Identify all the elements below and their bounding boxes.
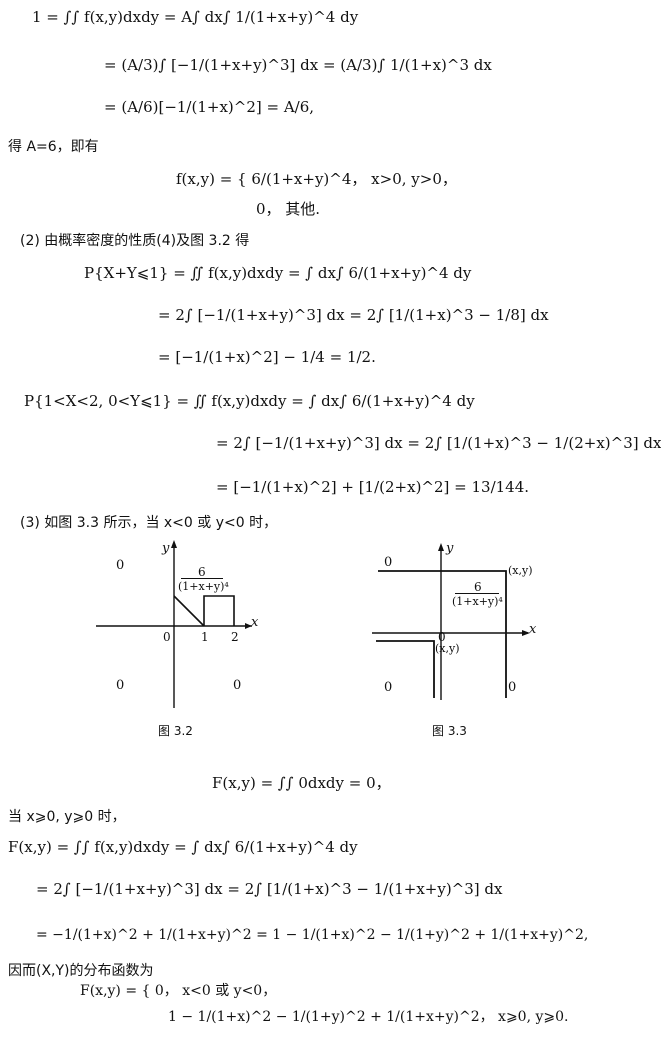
fig32-line-x-plus-y-1 (173, 595, 205, 627)
fig33-numerator: 6 (474, 580, 482, 594)
fig33-y-label: y (446, 541, 454, 556)
eq-line-17: = 2∫ [−1/(1+x+y)^3] dx = 2∫ [1/(1+x)^3 −… (36, 880, 503, 898)
eq-line-11: = 2∫ [−1/(1+x+y)^3] dx = 2∫ [1/(1+x)^3 −… (216, 434, 661, 452)
fig33-zero-bottom-left: 0 (384, 680, 393, 695)
fig32-fraction-bar (181, 578, 223, 579)
fig33-point-bottom: (x,y) (435, 642, 460, 655)
text-line-6: (2) 由概率密度的性质(4)及图 3.2 得 (20, 233, 250, 249)
fig32-caption: 图 3.2 (158, 724, 193, 738)
eq-line-3: = (A/6)[−1/(1+x)^2] = A/6, (104, 98, 315, 116)
eq-line-18: = −1/(1+x)^2 + 1/(1+x+y)^2 = 1 − 1/(1+x)… (36, 927, 589, 943)
fig33-zero-bottom-right: 0 (508, 680, 517, 695)
eq-line-5a: f(x,y) = { 6/(1+x+y)^4， x>0, y>0， (176, 170, 457, 188)
fig32-tick-2: 2 (231, 630, 239, 644)
fig33-caption: 图 3.3 (432, 724, 467, 738)
text-line-15: 当 x⩾0, y⩾0 时， (8, 809, 126, 825)
figure-3-2 (96, 540, 252, 708)
fig32-x-label: x (251, 615, 259, 630)
fig32-y-arrow (171, 540, 177, 548)
eq-line-12: = [−1/(1+x)^2] + [1/(2+x)^2] = 13/144. (216, 478, 530, 496)
text-line-19: 因而(X,Y)的分布函数为 (8, 963, 154, 979)
fig33-y-arrow (438, 543, 444, 551)
text-line-13: (3) 如图 3.3 所示，当 x<0 或 y<0 时， (20, 515, 278, 531)
figure-3-3 (372, 543, 530, 700)
eq-line-8: = 2∫ [−1/(1+x+y)^3] dx = 2∫ [1/(1+x)^3 −… (158, 306, 549, 324)
eq-line-5b: 0， 其他. (256, 200, 321, 218)
fig33-denominator: (1+x+y)⁴ (452, 595, 503, 608)
fig33-point-top: (x,y) (508, 564, 533, 577)
eq-line-7: P{X+Y⩽1} = ∬ f(x,y)dxdy = ∫ dx∫ 6/(1+x+y… (84, 264, 472, 282)
fig32-y-label: y (162, 541, 170, 556)
fig32-tick-0: 0 (163, 630, 171, 644)
fig32-zero-top-left: 0 (116, 558, 125, 573)
text-line-4: 得 A=6，即有 (8, 139, 99, 155)
fig33-origin: 0 (438, 630, 446, 644)
figures-svg (96, 540, 530, 708)
eq-line-14: F(x,y) = ∫∫ 0dxdy = 0， (212, 774, 391, 792)
fig32-numerator: 6 (198, 565, 206, 579)
fig33-boundary-outer (378, 570, 507, 698)
fig33-zero-top-left: 0 (384, 555, 393, 570)
fig32-tick-1: 1 (201, 630, 209, 644)
fig32-rect-region (203, 595, 235, 626)
fig32-denominator: (1+x+y)⁴ (178, 580, 229, 593)
eq-line-20b: 1 − 1/(1+x)^2 − 1/(1+y)^2 + 1/(1+x+y)^2，… (168, 1009, 569, 1025)
fig32-x-arrow (245, 623, 252, 629)
eq-line-1: 1 = ∫∫ f(x,y)dxdy = A∫ dx∫ 1/(1+x+y)^4 d… (32, 8, 359, 26)
fig32-zero-bottom-left: 0 (116, 678, 125, 693)
eq-line-10: P{1<X<2, 0<Y⩽1} = ∬ f(x,y)dxdy = ∫ dx∫ 6… (24, 392, 475, 410)
eq-line-9: = [−1/(1+x)^2] − 1/4 = 1/2. (158, 348, 376, 366)
eq-line-16: F(x,y) = ∫∫ f(x,y)dxdy = ∫ dx∫ 6/(1+x+y)… (8, 838, 358, 856)
eq-line-20a: F(x,y) = { 0， x<0 或 y<0， (80, 983, 277, 999)
fig33-x-label: x (529, 622, 537, 637)
fig32-zero-bottom-right: 0 (233, 678, 242, 693)
fig33-x-arrow (522, 630, 530, 636)
fig33-boundary-inner (376, 640, 435, 698)
eq-line-2: = (A/3)∫ [−1/(1+x+y)^3] dx = (A/3)∫ 1/(1… (104, 56, 492, 74)
fig33-fraction-bar (455, 593, 499, 594)
